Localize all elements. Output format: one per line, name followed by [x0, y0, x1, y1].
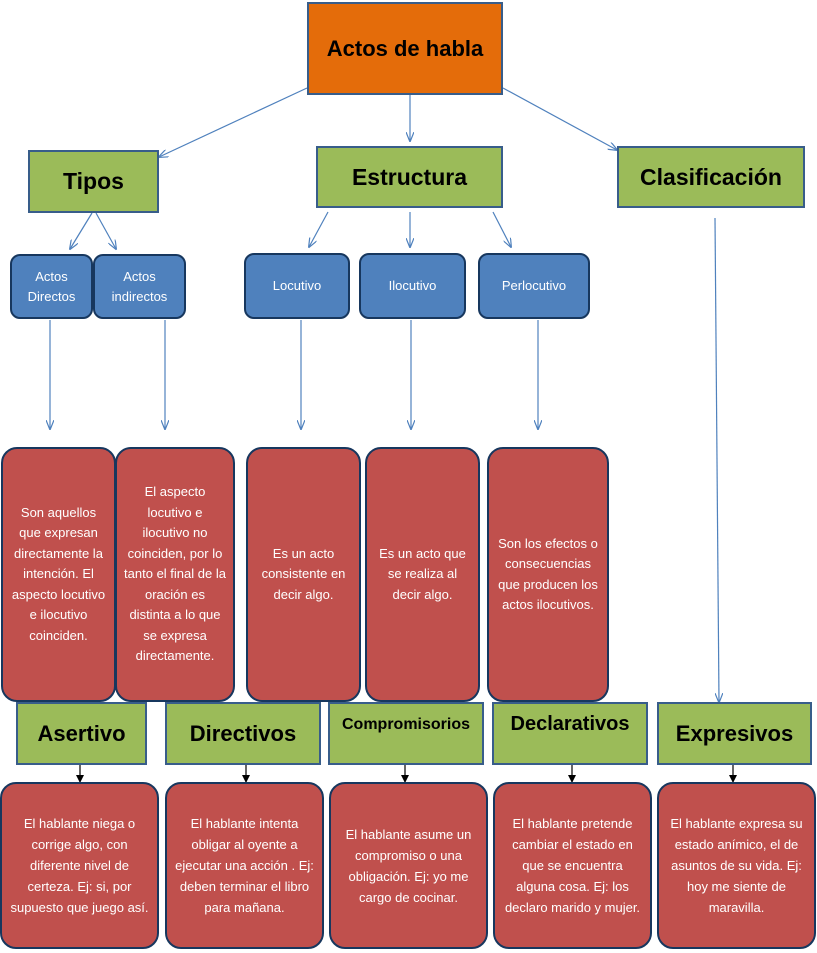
- arrow-clasificacion-expresivos: [714, 217, 719, 702]
- category-clasificacion: Clasificación: [617, 146, 805, 208]
- class-compromisorios: Compromisorios: [328, 702, 484, 765]
- node-actos-directos-label: Actos Directos: [27, 268, 76, 304]
- arrow-root-clasificacion: [502, 87, 617, 150]
- node-ilocutivo: Ilocutivo: [359, 253, 466, 319]
- desc-asertivo-text: El hablante niega o corrige algo, con di…: [10, 816, 149, 915]
- node-perlocutivo: Perlocutivo: [478, 253, 590, 319]
- desc-locutivo: Es un acto consistente en decir algo.: [246, 447, 361, 702]
- category-tipos: Tipos: [28, 150, 159, 213]
- arrow-estructura-locutivo: [309, 211, 329, 247]
- desc-directivos: El hablante intenta obligar al oyente a …: [165, 782, 324, 949]
- category-estructura-label: Estructura: [351, 163, 468, 190]
- class-declarativos: Declarativos: [492, 702, 648, 765]
- desc-compromisorios-text: El hablante asume un compromiso o una ob…: [345, 826, 472, 905]
- desc-asertivo: El hablante niega o corrige algo, con di…: [0, 782, 159, 949]
- desc-expresivos: El hablante expresa su estado anímico, e…: [657, 782, 816, 949]
- class-directivos-label: Directivos: [189, 720, 297, 746]
- desc-compromisorios: El hablante asume un compromiso o una ob…: [329, 782, 488, 949]
- desc-actos-indirectos: El aspecto locutivo e ilocutivo no coinc…: [115, 447, 235, 702]
- desc-declarativos: El hablante pretende cambiar el estado e…: [493, 782, 652, 949]
- category-estructura: Estructura: [316, 146, 503, 208]
- root-title: Actos de habla: [326, 35, 484, 61]
- class-asertivo: Asertivo: [16, 702, 147, 765]
- arrow-tipos-directos: [70, 212, 93, 249]
- category-tipos-label: Tipos: [63, 168, 124, 194]
- class-declarativos-label: Declarativos: [510, 713, 630, 735]
- desc-actos-directos-text: Son aquellos que expresan directamente l…: [11, 504, 106, 643]
- class-directivos: Directivos: [165, 702, 321, 765]
- node-ilocutivo-label: Ilocutivo: [388, 278, 437, 293]
- desc-locutivo-text: Es un acto consistente en decir algo.: [261, 545, 346, 602]
- desc-perlocutivo: Son los efectos o consecuencias que prod…: [487, 447, 609, 702]
- node-locutivo: Locutivo: [244, 253, 350, 319]
- node-actos-indirectos-label: Actos indirectos: [111, 268, 168, 304]
- node-locutivo-label: Locutivo: [272, 278, 322, 293]
- desc-expresivos-text: El hablante expresa su estado anímico, e…: [670, 816, 803, 915]
- class-expresivos: Expresivos: [657, 702, 812, 765]
- arrow-root-tipos: [159, 87, 308, 157]
- node-actos-indirectos: Actos indirectos: [93, 254, 186, 319]
- class-expresivos-label: Expresivos: [675, 720, 794, 746]
- desc-ilocutivo-text: Es un acto que se realiza al decir algo.: [379, 545, 466, 602]
- class-asertivo-label: Asertivo: [37, 720, 126, 746]
- desc-actos-directos: Son aquellos que expresan directamente l…: [1, 447, 116, 702]
- desc-actos-indirectos-text: El aspecto locutivo e ilocutivo no coinc…: [124, 484, 226, 664]
- class-compromisorios-label: Compromisorios: [341, 716, 470, 733]
- desc-declarativos-text: El hablante pretende cambiar el estado e…: [504, 816, 641, 915]
- node-actos-directos: Actos Directos: [10, 254, 93, 319]
- desc-directivos-text: El hablante intenta obligar al oyente a …: [175, 816, 314, 915]
- arrow-estructura-perlocutivo: [492, 211, 511, 247]
- desc-perlocutivo-text: Son los efectos o consecuencias que prod…: [498, 535, 598, 613]
- desc-ilocutivo: Es un acto que se realiza al decir algo.: [365, 447, 480, 702]
- node-perlocutivo-label: Perlocutivo: [501, 278, 567, 293]
- arrow-tipos-indirectos: [95, 212, 116, 249]
- category-clasificacion-label: Clasificación: [640, 163, 782, 190]
- root-node: Actos de habla: [307, 2, 503, 95]
